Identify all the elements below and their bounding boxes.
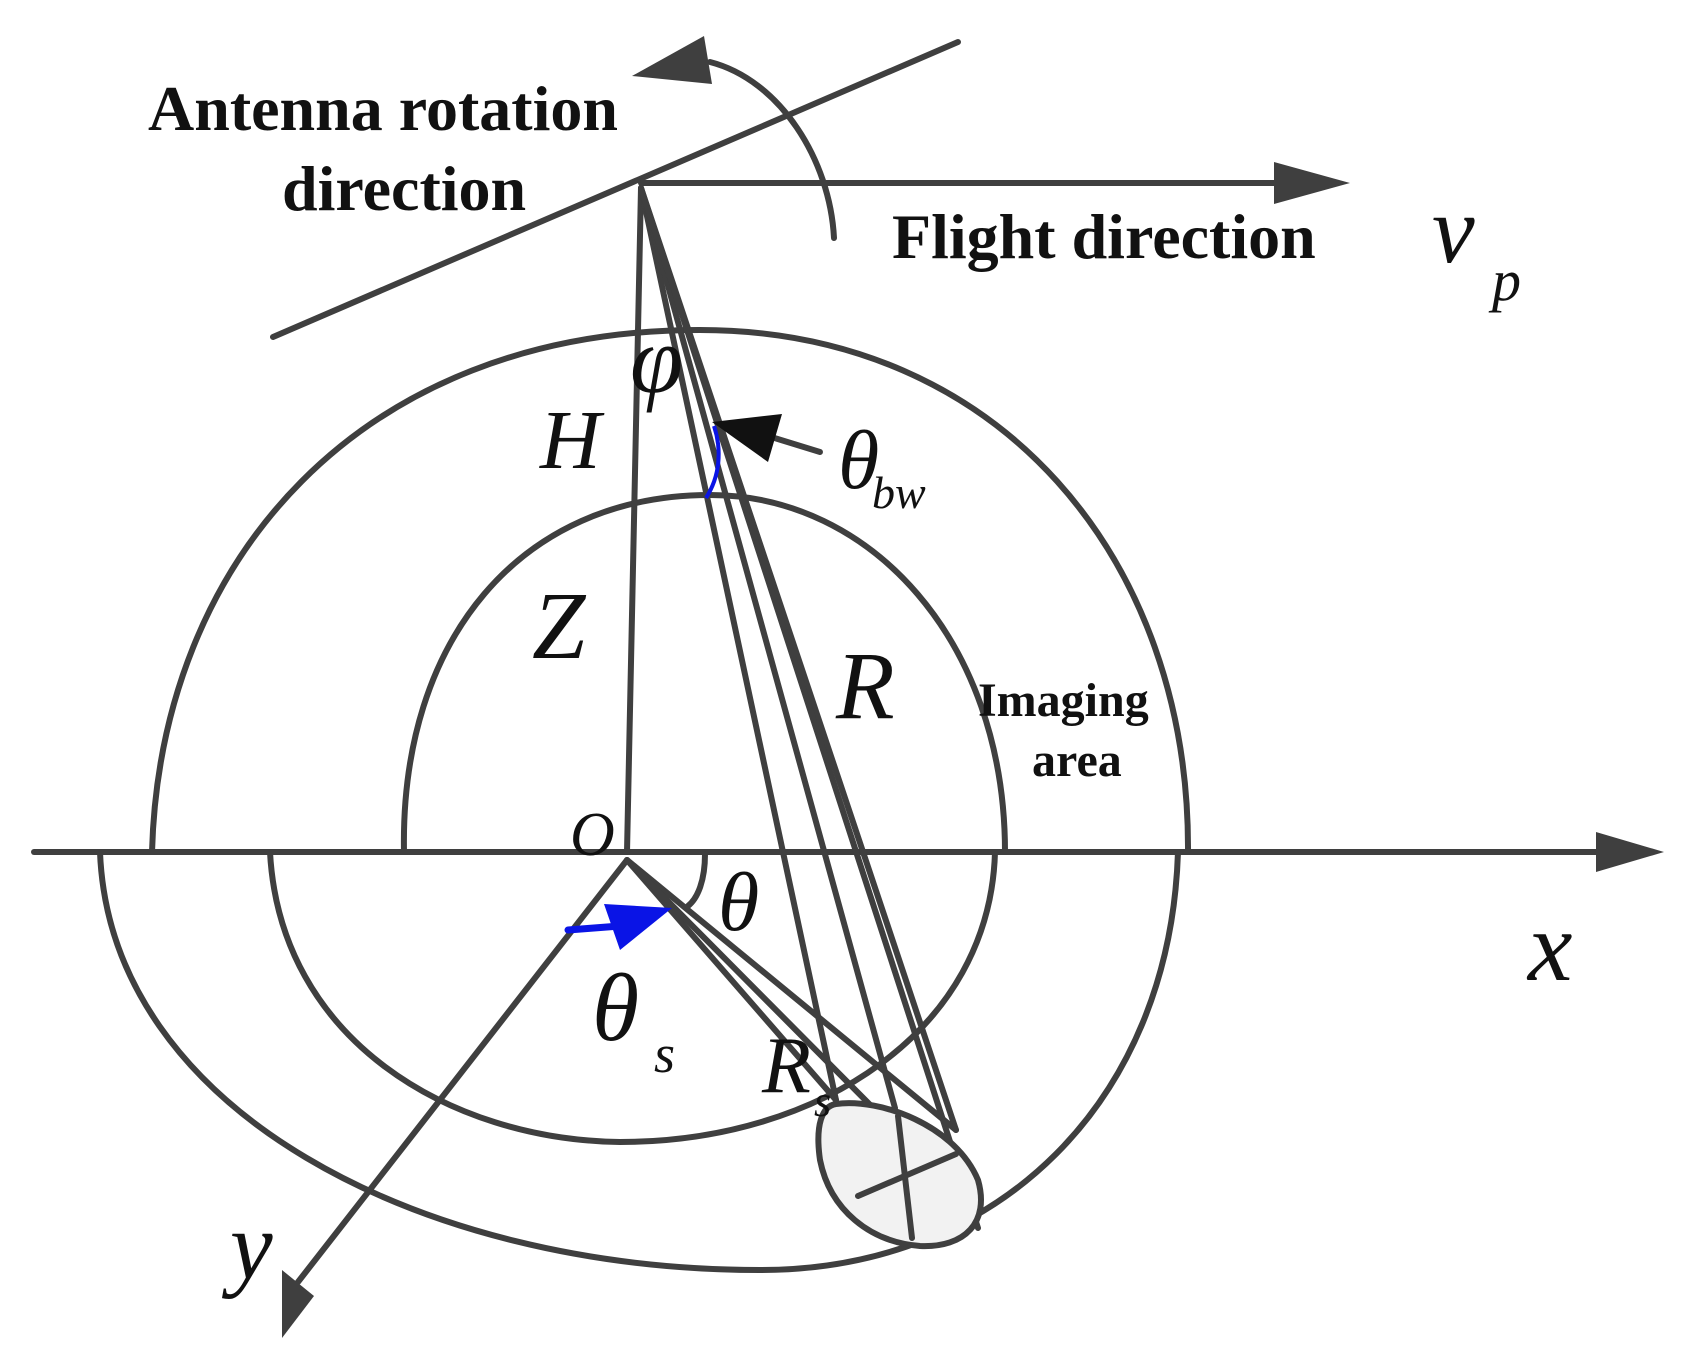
theta-label: θ <box>718 856 759 949</box>
theta-arc <box>685 851 708 909</box>
beam-edge-2 <box>638 185 898 1111</box>
ground-range-label: R <box>761 1022 811 1110</box>
height-label: H <box>539 394 605 487</box>
theta-s-label: θ <box>592 954 639 1061</box>
ground-range-line-3 <box>624 857 908 1143</box>
slant-range-label: R <box>835 632 895 739</box>
beam-edge-4 <box>638 185 981 1231</box>
velocity-subscript: p <box>1488 248 1521 313</box>
z-label: Z <box>532 572 587 679</box>
antenna-line <box>270 39 961 340</box>
beam-footprint <box>815 1100 984 1250</box>
footprint-chord-2 <box>895 1113 915 1241</box>
theta-bw-label: θ <box>838 414 879 507</box>
inner-ellipse-upper <box>400 492 1008 855</box>
antenna-rotation-label-line1: Antenna rotation <box>148 73 618 144</box>
rotation-arc <box>707 59 837 241</box>
theta-s-arrow-line <box>564 922 624 934</box>
y-axis-label: y <box>221 1192 273 1299</box>
theta-bw-pointer-line <box>765 433 823 455</box>
theta-bw-pointer-arrowhead <box>712 414 782 462</box>
x-axis-label: x <box>1526 891 1572 1002</box>
imaging-area-label-line2: area <box>1032 734 1122 787</box>
beam-edge-1 <box>638 185 839 1103</box>
x-axis-arrowhead <box>1596 832 1664 872</box>
theta-s-subscript: s <box>654 1024 675 1084</box>
height-line <box>624 185 644 855</box>
outer-ellipse-lower <box>97 849 1181 1273</box>
flight-direction-arrowhead <box>1274 162 1350 204</box>
outer-ellipse-upper <box>149 327 1192 855</box>
inner-ellipse-lower <box>267 849 998 1145</box>
phi-label: φ <box>630 306 683 413</box>
rotation-arrowhead <box>632 36 712 84</box>
antenna-rotation-label-line2: direction <box>282 153 526 224</box>
flight-direction-label: Flight direction <box>892 201 1316 272</box>
ground-range-line-2 <box>624 857 839 1103</box>
imaging-area-label-line1: Imaging <box>978 674 1149 727</box>
y-axis <box>295 857 630 1285</box>
theta-s-arrowhead <box>604 904 672 950</box>
theta-bw-arc <box>704 425 721 500</box>
ground-range-line-1 <box>624 857 959 1133</box>
velocity-label: v <box>1432 176 1475 283</box>
theta-bw-subscript: bw <box>872 467 926 518</box>
ground-range-subscript: s <box>814 1077 831 1126</box>
y-axis-arrowhead <box>282 1270 314 1338</box>
origin-label: O <box>570 801 615 869</box>
